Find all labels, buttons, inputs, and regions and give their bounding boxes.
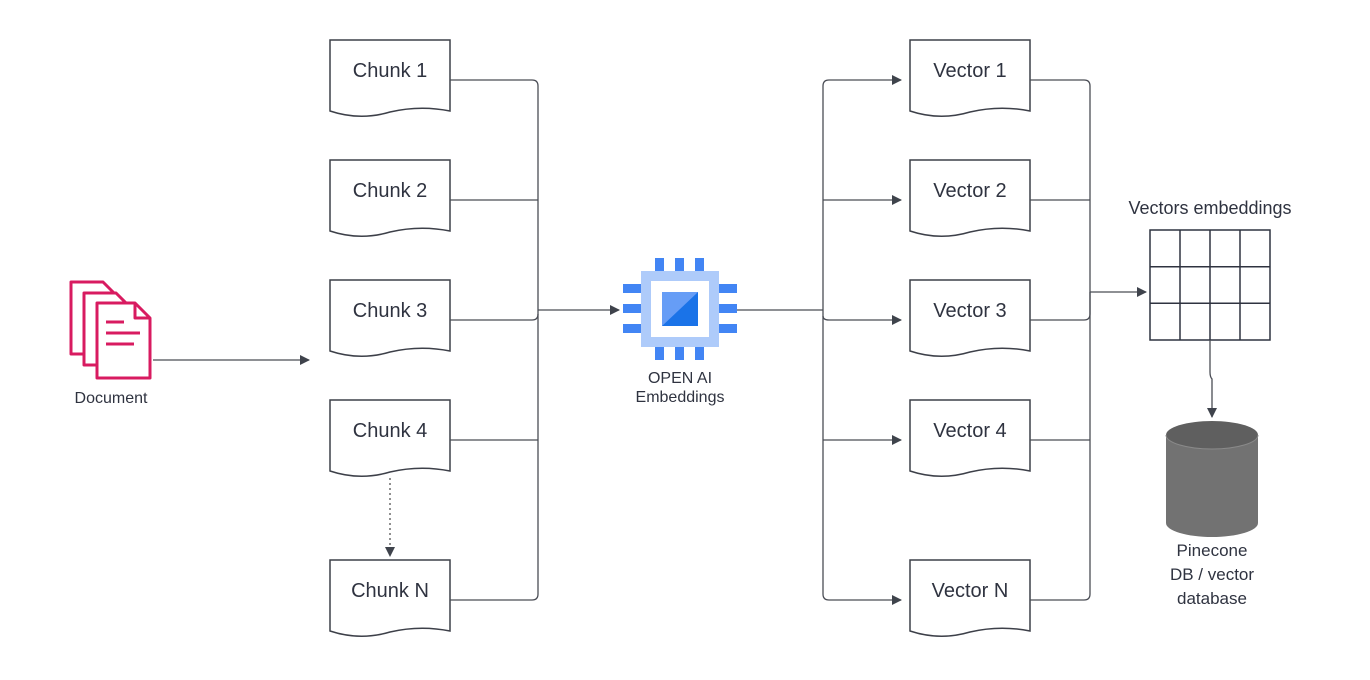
vector-n: Vector N <box>909 559 1031 637</box>
chip-icon <box>623 258 737 360</box>
vector-2: Vector 2 <box>909 159 1031 237</box>
document-stack-icon <box>69 280 152 380</box>
embeddings-label-line1: OPEN AI <box>648 370 712 387</box>
chunk-4: Chunk 4 <box>329 399 451 477</box>
vector-2-label: Vector 2 <box>933 180 1006 202</box>
chunk-1: Chunk 1 <box>329 39 451 117</box>
chunk-2: Chunk 2 <box>329 159 451 237</box>
vector-4-label: Vector 4 <box>933 420 1006 442</box>
database-label-line3: database <box>1177 589 1247 608</box>
chunk-n: Chunk N <box>329 559 451 637</box>
database-cylinder-icon <box>1165 421 1259 537</box>
embeddings-to-vectors-connectors <box>737 75 902 605</box>
chunk-3-label: Chunk 3 <box>353 300 428 322</box>
embeddings-label-line2: Embeddings <box>636 389 725 406</box>
chunk-2-label: Chunk 2 <box>353 180 428 202</box>
vector-3: Vector 3 <box>909 279 1031 357</box>
vector-1-label: Vector 1 <box>933 60 1006 82</box>
document-label: Document <box>75 390 148 407</box>
chunk-1-label: Chunk 1 <box>353 60 428 82</box>
vector-3-label: Vector 3 <box>933 300 1006 322</box>
vector-1: Vector 1 <box>909 39 1031 117</box>
chunk-4-label: Chunk 4 <box>353 420 428 442</box>
database-label-line2: DB / vector <box>1170 565 1254 584</box>
grid-to-database-arrow <box>1207 340 1217 418</box>
chunks-to-embeddings-connectors <box>450 79 620 601</box>
chunk-n-label: Chunk N <box>351 580 429 602</box>
vector-4: Vector 4 <box>909 399 1031 477</box>
chunk-3: Chunk 3 <box>329 279 451 357</box>
embeddings-grid-title: Vectors embeddings <box>1128 198 1291 218</box>
embeddings-grid <box>1149 229 1271 341</box>
vector-n-label: Vector N <box>932 580 1009 602</box>
database-label-line1: Pinecone <box>1177 541 1248 560</box>
vectors-to-grid-connectors <box>1030 79 1147 601</box>
